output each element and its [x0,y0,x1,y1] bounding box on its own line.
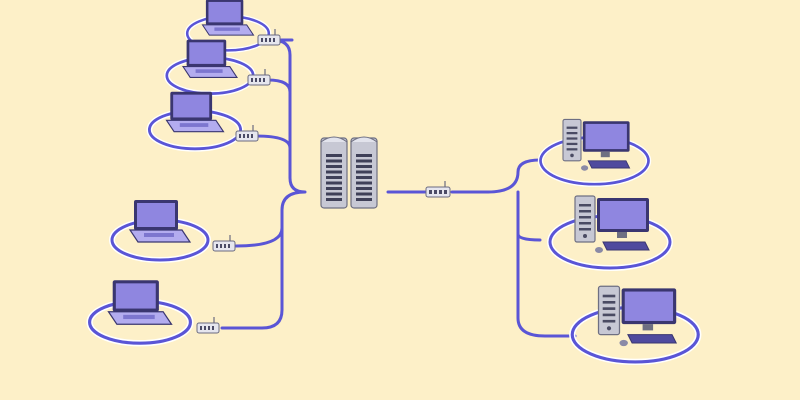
laptop-5 [86,280,194,347]
switch-laptop-4 [212,235,236,252]
laptop-icon [165,91,225,133]
network-switch-icon [425,181,451,198]
desktop-1 [537,118,652,187]
laptop-icon [201,0,255,36]
desktop-computer-icon [574,195,650,253]
link-trunk-right [486,158,577,338]
nodes-layer [86,0,702,366]
laptop-4 [109,200,211,263]
server-2 [350,136,378,209]
desktop-3 [569,285,702,366]
server-icon [350,136,378,209]
laptop-icon [107,280,173,325]
laptop-1 [184,0,272,53]
switch-center [425,181,451,198]
switch-laptop-3 [235,125,259,142]
link-laptop-4 [234,226,284,248]
links-layer [220,38,577,338]
laptop-3 [146,91,244,152]
desktop-computer-icon [562,118,631,171]
server-icon [320,136,348,209]
server-1 [320,136,348,209]
link-laptop-3 [254,134,292,150]
switch-laptop-1 [257,29,281,46]
laptop-icon [181,39,239,78]
switch-laptop-5 [196,317,220,334]
link-desktop-2 [516,232,542,242]
laptop-icon [128,200,192,243]
switch-laptop-2 [247,69,271,86]
desktop-2 [547,195,673,271]
link-trunk-left [230,38,307,330]
desktop-computer-icon [597,285,678,347]
link-laptop-2 [266,78,292,94]
